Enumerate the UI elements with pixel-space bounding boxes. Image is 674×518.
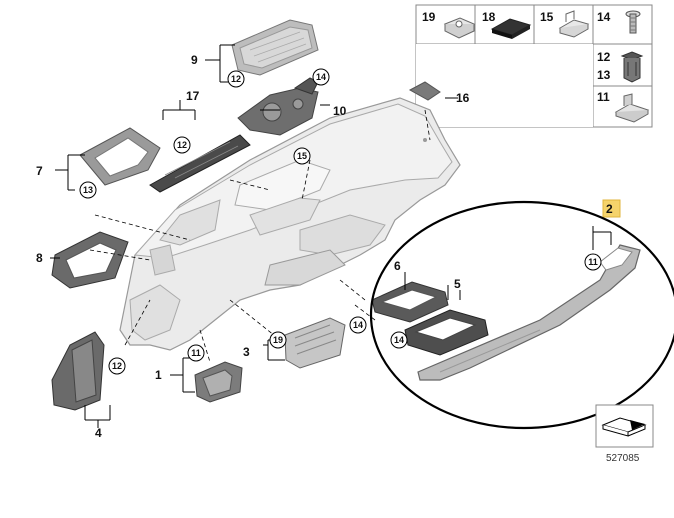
circled-14: 14 — [353, 320, 363, 330]
circled-19: 19 — [269, 331, 287, 349]
callout-16: 16 — [456, 91, 470, 105]
circled-13: 13 — [83, 185, 93, 195]
callout-7: 7 — [36, 164, 43, 178]
legend-cell-18: 18 — [482, 10, 532, 39]
circled-19: 19 — [273, 335, 283, 345]
circled-15: 15 — [297, 151, 307, 161]
circled-11: 11 — [588, 257, 598, 267]
part-8-trim-frame — [51, 231, 129, 289]
circled-14-part-6: 14 — [349, 316, 367, 334]
callout-3: 3 — [243, 345, 250, 359]
callout-5: 5 — [454, 277, 461, 291]
part-9-speaker-cover — [231, 19, 319, 76]
part-7-trim-frame — [79, 127, 161, 186]
legend-cell-19: 19 — [422, 10, 476, 39]
circled-11-part-1: 11 — [187, 344, 205, 362]
callout-1: 1 — [155, 368, 162, 382]
circled-12: 12 — [112, 361, 122, 371]
circled-callouts: 12 14 12 15 13 12 11 19 — [79, 68, 602, 375]
circled-11-part-2: 11 — [584, 253, 602, 271]
circled-12: 12 — [177, 140, 187, 150]
part-5-bracket — [404, 309, 489, 356]
part-2-trim-strip — [417, 244, 641, 381]
circled-14-top: 14 — [312, 68, 330, 86]
part-16-cover — [408, 81, 441, 101]
circled-14: 14 — [316, 72, 326, 82]
callout-2: 2 — [606, 202, 613, 216]
callout-17: 17 — [186, 89, 200, 103]
diagram-id-box: 527085 — [595, 404, 654, 464]
clip-icon — [614, 93, 650, 123]
dashed-leader-lines — [89, 109, 431, 363]
screw-icon — [625, 10, 641, 34]
legend-cell-14: 14 — [597, 10, 641, 34]
legend-number-19: 19 — [422, 10, 436, 24]
legend-number-11: 11 — [597, 90, 610, 104]
parts-legend-grid — [415, 4, 653, 128]
legend-cell-11: 11 — [597, 90, 650, 123]
part-10-bracket — [237, 77, 319, 136]
callout-numbers: 9 10 16 17 7 8 4 1 3 6 5 2 — [36, 53, 613, 440]
spring-clip-icon — [558, 10, 590, 38]
callout-4: 4 — [95, 426, 102, 440]
circled-12-part-17: 12 — [173, 136, 191, 154]
diagram-id: 527085 — [606, 453, 640, 464]
legend-number-12: 12 — [597, 50, 611, 64]
part-highlight-marker — [602, 199, 621, 218]
part-17-trim-strip — [149, 134, 251, 193]
circled-14: 14 — [394, 335, 404, 345]
circled-15: 15 — [293, 147, 311, 165]
circled-12-top: 12 — [227, 70, 245, 88]
callout-9: 9 — [191, 53, 198, 67]
part-3-bracket — [284, 317, 346, 369]
dashboard-carrier — [119, 97, 461, 351]
circled-14-part-5: 14 — [390, 331, 408, 349]
legend-number-18: 18 — [482, 10, 496, 24]
highlight-ellipse — [369, 200, 674, 430]
callout-6: 6 — [394, 259, 401, 273]
circled-13: 13 — [79, 181, 97, 199]
legend-number-15: 15 — [540, 10, 554, 24]
legend-cell-15: 15 — [540, 10, 590, 38]
circled-12: 12 — [231, 74, 241, 84]
callout-8: 8 — [36, 251, 43, 265]
legend-number-14: 14 — [597, 10, 611, 24]
leader-lines — [50, 44, 612, 428]
foam-pad-icon — [490, 18, 532, 39]
part-1-bracket — [194, 361, 243, 403]
clip-nut-icon — [443, 17, 476, 39]
circled-12-part-4: 12 — [108, 357, 126, 375]
expanding-rivet-icon — [620, 51, 644, 83]
legend-cell-12-13: 12 13 — [597, 50, 644, 83]
part-4-end-cover — [51, 331, 105, 411]
circled-11: 11 — [191, 348, 201, 358]
callout-10: 10 — [333, 104, 347, 118]
legend-number-13: 13 — [597, 68, 611, 82]
part-6-bracket — [371, 281, 449, 323]
